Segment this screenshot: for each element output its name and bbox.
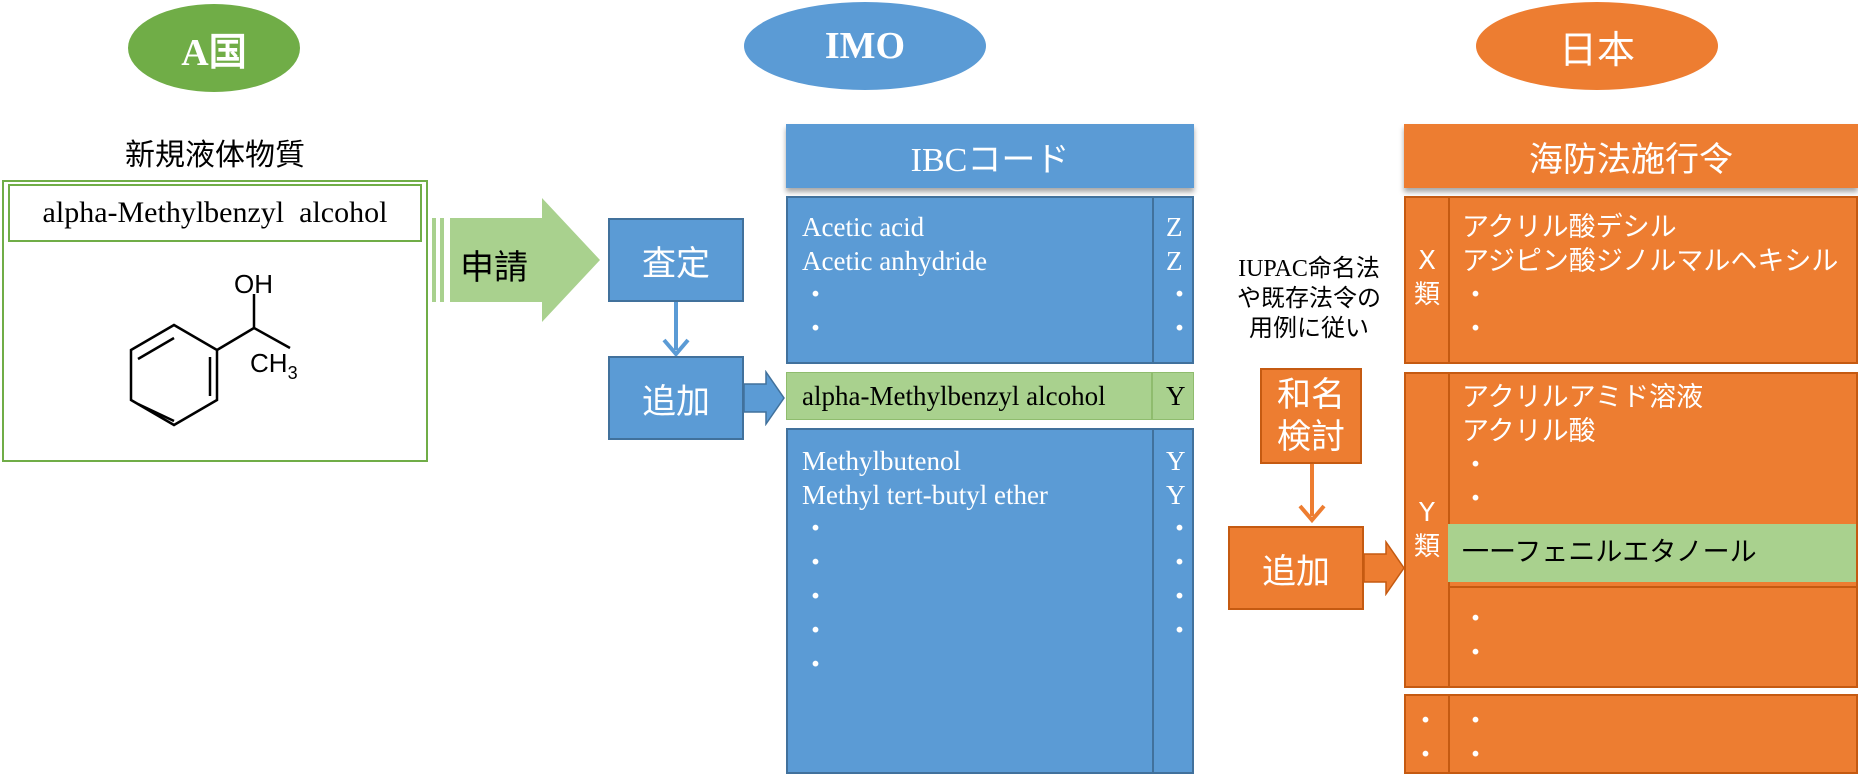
svg-text:CH3: CH3 <box>250 348 298 383</box>
ibc-upper-name-3: ・ <box>802 280 829 310</box>
japan-title: 日本 <box>1558 29 1635 72</box>
review-label: 査定 <box>642 243 710 284</box>
new-substance-heading: 新規液体物質 <box>125 138 305 173</box>
x-class-label: X 類 <box>1406 244 1448 312</box>
oh-label: OH <box>234 269 273 299</box>
other-class-label-2: ・ <box>1412 740 1439 770</box>
japan-add-box: 追加 <box>1228 526 1364 610</box>
ibc-upper-cat-2: Z <box>1166 246 1183 276</box>
naming-note-line-2: や既存法令の <box>1237 286 1381 312</box>
x-class-row-1: アクリル酸デシル <box>1462 212 1677 242</box>
apply-arrow <box>432 198 600 322</box>
x-class-label-bottom: 類 <box>1413 280 1440 310</box>
review-down-arrow <box>662 302 690 358</box>
x-class-row-2: アジピン酸ジノルマルヘキシル <box>1462 246 1839 276</box>
japan-oval: 日本 <box>1476 2 1718 90</box>
ch3-label: CH <box>250 348 288 378</box>
ibc-lower-name-1: Methylbutenol <box>802 446 961 476</box>
other-class-label-1: ・ <box>1412 706 1439 736</box>
ibc-upper-cat-4: ・ <box>1166 314 1193 344</box>
y-class-row-6: ・ <box>1462 638 1489 668</box>
ibc-upper-name-4: ・ <box>802 314 829 344</box>
apply-label: 申請 <box>460 248 528 288</box>
ibc-added-row <box>786 372 1194 420</box>
imo-add-label: 追加 <box>642 381 710 422</box>
ibc-lower-cat-2: Y <box>1166 480 1186 510</box>
ibc-added-cat: Y <box>1166 381 1186 411</box>
y-class-row-5: ・ <box>1462 604 1489 634</box>
ibc-lower-name-7: ・ <box>802 650 829 680</box>
enforcement-order-header-label: 海防法施行令 <box>1529 139 1733 180</box>
y-class-row-2: アクリル酸 <box>1462 416 1596 446</box>
ibc-lower-table <box>786 428 1194 774</box>
x-class-table <box>1404 196 1858 364</box>
y-class-added-name: 一ーフェニルエタノール <box>1462 537 1757 567</box>
imo-add-arrow <box>744 370 785 426</box>
structural-formula: OH CH3 <box>129 269 298 427</box>
ibc-lower-cat-5: ・ <box>1166 582 1193 612</box>
ibc-lower-name-6: ・ <box>802 616 829 646</box>
country-a-title: A国 <box>181 31 247 74</box>
other-class-table <box>1404 694 1858 774</box>
naming-note-line-3: 用例に従い <box>1249 316 1369 342</box>
ibc-added-name: alpha-Methylbenzyl alcohol <box>802 381 1106 411</box>
country-a-oval: A国 <box>128 4 300 92</box>
ibc-upper-cat-1: Z <box>1166 212 1183 242</box>
ibc-upper-table <box>786 196 1194 364</box>
other-class-row-2: ・ <box>1462 740 1489 770</box>
japan-add-arrow <box>1364 540 1405 596</box>
other-class-row-1: ・ <box>1462 706 1489 736</box>
japan-add-label: 追加 <box>1262 551 1330 592</box>
ibc-lower-name-5: ・ <box>802 582 829 612</box>
y-class-row-1: アクリルアミド溶液 <box>1462 382 1704 412</box>
y-class-label-bottom: 類 <box>1413 532 1440 562</box>
y-class-added-row <box>1448 524 1856 582</box>
ibc-code-header-label: IBCコード <box>910 141 1070 179</box>
japanese-name-down-arrow <box>1298 464 1326 524</box>
review-box: 査定 <box>608 218 744 302</box>
ibc-upper-name-2: Acetic anhydride <box>802 246 988 276</box>
x-class-row-4: ・ <box>1462 314 1489 344</box>
ibc-lower-cat-1: Y <box>1166 446 1186 476</box>
japanese-name-box: 和名 検討 <box>1260 368 1362 464</box>
japanese-name-line-1: 和名 <box>1277 375 1345 415</box>
naming-note: IUPAC命名法 や既存法令の 用例に従い <box>1224 254 1394 344</box>
x-class-label-top: X <box>1418 246 1436 276</box>
substance-name-box: alpha-Methylbenzyl alcohol <box>8 184 422 242</box>
ibc-lower-cat-3: ・ <box>1166 514 1193 544</box>
ibc-lower-cat-6: ・ <box>1166 616 1193 646</box>
ch3-subscript: 3 <box>288 363 298 383</box>
imo-add-box: 追加 <box>608 356 744 440</box>
ibc-lower-name-3: ・ <box>802 514 829 544</box>
ibc-lower-name-4: ・ <box>802 548 829 578</box>
japanese-name-line-2: 検討 <box>1277 417 1345 457</box>
ibc-upper-name-1: Acetic acid <box>802 212 925 242</box>
imo-title: IMO <box>824 25 906 67</box>
ibc-lower-cat-4: ・ <box>1166 548 1193 578</box>
ibc-lower-name-2: Methyl tert-butyl ether <box>802 480 1048 510</box>
y-class-label-top: Y <box>1419 498 1435 528</box>
y-class-row-4: ・ <box>1462 484 1489 514</box>
x-class-row-3: ・ <box>1462 280 1489 310</box>
ibc-upper-cat-3: ・ <box>1166 280 1193 310</box>
ibc-code-header: IBCコード <box>786 124 1194 188</box>
substance-name: alpha-Methylbenzyl alcohol <box>42 196 388 229</box>
y-class-row-3: ・ <box>1462 450 1489 480</box>
imo-oval: IMO <box>744 2 986 90</box>
y-class-label: Y 類 <box>1406 496 1448 564</box>
enforcement-order-header: 海防法施行令 <box>1404 124 1858 188</box>
naming-note-line-1: IUPAC命名法 <box>1238 256 1380 282</box>
